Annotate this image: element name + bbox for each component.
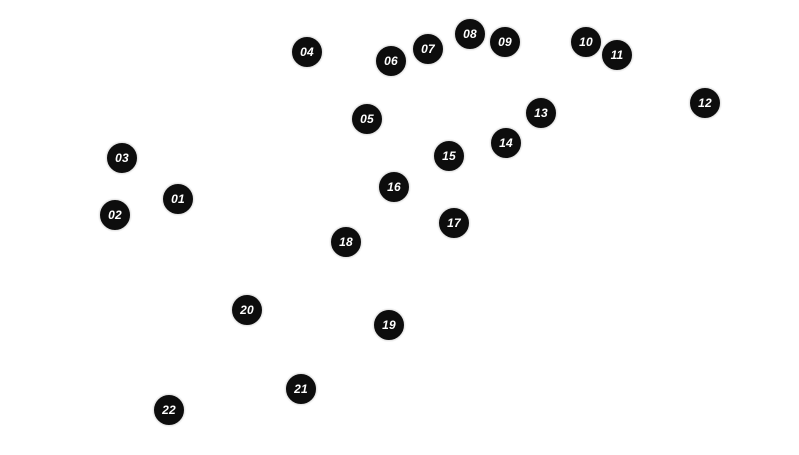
marker-18[interactable]: 18 bbox=[330, 226, 362, 258]
marker-label: 21 bbox=[294, 382, 308, 396]
marker-label: 07 bbox=[421, 42, 435, 56]
marker-19[interactable]: 19 bbox=[373, 309, 405, 341]
marker-label: 15 bbox=[442, 149, 456, 163]
marker-label: 08 bbox=[463, 27, 477, 41]
marker-label: 16 bbox=[387, 180, 401, 194]
marker-label: 03 bbox=[115, 151, 129, 165]
marker-22[interactable]: 22 bbox=[153, 394, 185, 426]
marker-01[interactable]: 01 bbox=[162, 183, 194, 215]
marker-label: 01 bbox=[171, 192, 185, 206]
marker-05[interactable]: 05 bbox=[351, 103, 383, 135]
marker-21[interactable]: 21 bbox=[285, 373, 317, 405]
marker-label: 10 bbox=[579, 35, 593, 49]
marker-label: 09 bbox=[498, 35, 512, 49]
marker-02[interactable]: 02 bbox=[99, 199, 131, 231]
marker-label: 13 bbox=[534, 106, 548, 120]
marker-12[interactable]: 12 bbox=[689, 87, 721, 119]
marker-04[interactable]: 04 bbox=[291, 36, 323, 68]
marker-label: 12 bbox=[698, 96, 712, 110]
marker-15[interactable]: 15 bbox=[433, 140, 465, 172]
marker-label: 14 bbox=[499, 136, 513, 150]
marker-16[interactable]: 16 bbox=[378, 171, 410, 203]
marker-08[interactable]: 08 bbox=[454, 18, 486, 50]
marker-label: 19 bbox=[382, 318, 396, 332]
marker-09[interactable]: 09 bbox=[489, 26, 521, 58]
marker-17[interactable]: 17 bbox=[438, 207, 470, 239]
marker-10[interactable]: 10 bbox=[570, 26, 602, 58]
marker-label: 11 bbox=[610, 48, 624, 62]
marker-20[interactable]: 20 bbox=[231, 294, 263, 326]
marker-label: 06 bbox=[384, 54, 398, 68]
marker-label: 02 bbox=[108, 208, 122, 222]
marker-label: 17 bbox=[447, 216, 461, 230]
marker-label: 04 bbox=[300, 45, 314, 59]
marker-label: 20 bbox=[240, 303, 254, 317]
marker-label: 18 bbox=[339, 235, 353, 249]
marker-11[interactable]: 11 bbox=[601, 39, 633, 71]
marker-07[interactable]: 07 bbox=[412, 33, 444, 65]
marker-14[interactable]: 14 bbox=[490, 127, 522, 159]
marker-06[interactable]: 06 bbox=[375, 45, 407, 77]
marker-label: 05 bbox=[360, 112, 374, 126]
marker-13[interactable]: 13 bbox=[525, 97, 557, 129]
marker-label: 22 bbox=[162, 403, 176, 417]
marker-03[interactable]: 03 bbox=[106, 142, 138, 174]
